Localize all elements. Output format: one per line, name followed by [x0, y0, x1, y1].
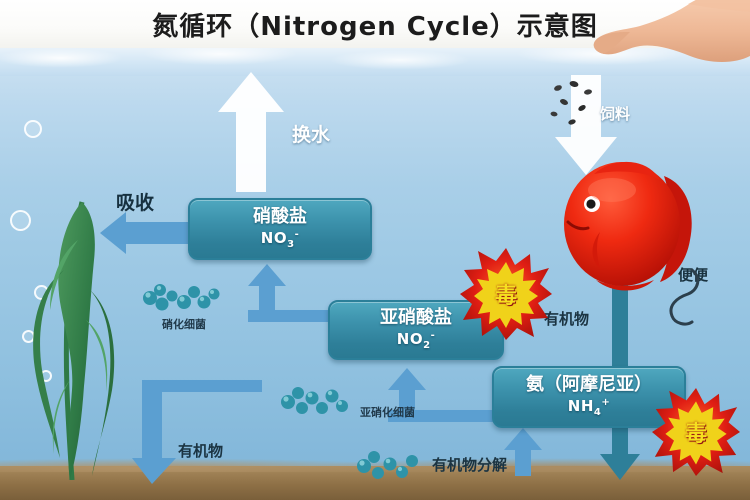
- bacteria-cluster-icon: [136, 280, 228, 320]
- bacteria-cluster-icon: [276, 382, 360, 420]
- formula-main: NO: [260, 229, 288, 248]
- compound-name-nitrate: 硝酸盐: [253, 205, 307, 227]
- poop-label: 便便: [678, 266, 709, 284]
- feed-pellets-icon: [540, 80, 620, 130]
- compound-box-nitrate[interactable]: 硝酸盐 NO3-: [188, 198, 372, 260]
- ammonia-to-nitrite-arrow-icon: [388, 368, 426, 420]
- down-arrow-icon: [555, 75, 617, 175]
- compound-formula-nitrate: NO3-: [261, 229, 299, 250]
- compound-formula-ammonia: NH4+: [568, 397, 610, 418]
- absorption-left-arrow-icon: [100, 212, 196, 254]
- organic-matter-left-connector: [142, 380, 262, 392]
- toxic-label-ammonia: 毒: [684, 422, 707, 447]
- poop-trail-icon: [648, 268, 708, 338]
- formula-sup: -: [430, 330, 436, 342]
- formula-main: NO: [396, 330, 424, 349]
- compound-formula-nitrite: NO2-: [397, 330, 435, 351]
- feed-label: 饲料: [600, 105, 631, 123]
- organic-matter-left-arrow-icon: [132, 380, 176, 484]
- compound-name-ammonia: 氨（阿摩尼亚）: [526, 373, 652, 395]
- aquatic-plant-icon: [20, 150, 130, 481]
- organic-matter-left-label: 有机物: [178, 442, 224, 460]
- decomposition-to-ammonia-arrow-icon: [504, 428, 542, 476]
- toxic-label-nitrite: 毒: [494, 284, 517, 309]
- water-surface: [0, 48, 750, 76]
- water-change-label: 换水: [292, 124, 331, 146]
- absorption-label: 吸收: [116, 192, 155, 214]
- hand-icon: [560, 0, 750, 74]
- toxic-badge-nitrite: 毒: [460, 248, 552, 340]
- nitrosifying-bacteria-label: 亚硝化细菌: [360, 406, 415, 419]
- page-title: 氮循环（Nitrogen Cycle）示意图: [152, 12, 598, 42]
- formula-sub: 2: [423, 340, 431, 352]
- compound-name-nitrite: 亚硝酸盐: [380, 306, 452, 328]
- fish-icon: [556, 148, 706, 298]
- formula-sub: 3: [287, 239, 295, 251]
- bubbles-icon: [10, 210, 31, 231]
- nitrifying-bacteria-label: 硝化细菌: [162, 318, 206, 331]
- bubbles-icon: [24, 120, 42, 138]
- formula-sup: -: [294, 229, 300, 241]
- ammonia-to-nitrite-connector: [388, 410, 498, 422]
- formula-sub: 4: [593, 407, 602, 419]
- compound-box-ammonia[interactable]: 氨（阿摩尼亚） NH4+: [492, 366, 686, 428]
- bacteria-cluster-icon: [352, 448, 430, 484]
- organic-decomposition-label: 有机物分解: [432, 456, 508, 474]
- nitrite-to-nitrate-arrow-icon: [248, 264, 286, 316]
- formula-main: NH: [567, 397, 594, 416]
- formula-sup: +: [601, 397, 611, 409]
- up-arrow-icon: [218, 72, 284, 192]
- organic-matter-right-label: 有机物: [544, 310, 590, 328]
- toxic-badge-ammonia: 毒: [652, 388, 740, 476]
